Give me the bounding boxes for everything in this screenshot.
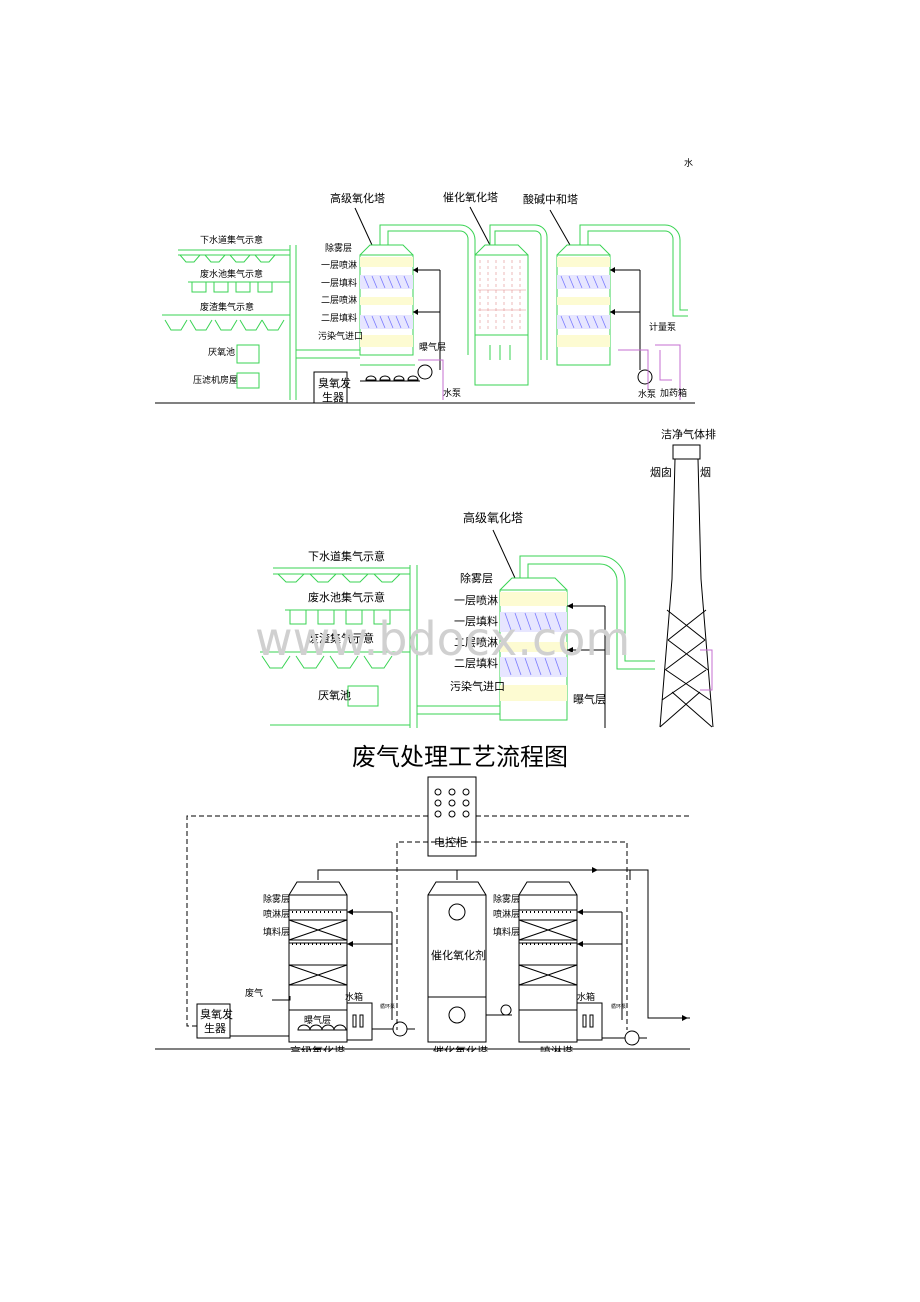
top-layer-spray-1: 一层喷淋: [321, 259, 357, 271]
top-filter-press-house: 压滤机房屋: [193, 374, 238, 386]
middle-collector-sludge: 废渣集气示意: [308, 631, 374, 645]
chimney-structure: [659, 444, 714, 728]
top-aerators: [360, 375, 420, 382]
flow-t1-layer-packing: 填料层: [263, 926, 290, 938]
middle-tower-label: 高级氧化塔: [463, 510, 523, 525]
leader-line: [469, 206, 491, 246]
flow-t3-layer-demister: 除雾层: [493, 893, 520, 905]
flow-t3-layer-packing: 填料层: [493, 926, 520, 938]
flow-ozone-generator: [196, 1003, 231, 1039]
leader-line: [354, 207, 373, 246]
middle-layer-packing-1: 一层填料: [454, 614, 498, 628]
flow-bottom-label-2: 催化氧化塔: [433, 1044, 488, 1058]
flow-tower-2: [427, 881, 512, 1043]
top-dosing-tank-label: 加药箱: [660, 387, 687, 399]
flow-pump-tag-1: 循环泵: [380, 1003, 395, 1010]
top-ozone-generator: [313, 371, 348, 404]
flow-t3-layer-spray: 喷淋层: [493, 908, 520, 920]
flow-t1-layer-demister: 除雾层: [263, 893, 290, 905]
gas-duct: [317, 869, 690, 1019]
middle-collector-hoods: [260, 565, 500, 728]
top-pump-area: [417, 344, 681, 400]
flow-water-tank-2: [576, 1002, 603, 1041]
control-cabinet-lamps: [434, 788, 470, 818]
top-layer-packing-2: 二层填料: [321, 312, 357, 324]
flow-tower-1: [272, 881, 393, 1043]
flow-water-tank-1-label: 水箱: [345, 991, 363, 1003]
flow-bottom-label-3: 喷淋塔: [540, 1045, 573, 1058]
middle-layer-inlet: 污染气进口: [450, 679, 505, 693]
middle-layer-packing-2: 二层填料: [454, 656, 498, 670]
top-tower-label-1: 高级氧化塔: [330, 191, 385, 205]
middle-layer-spray-1: 一层喷淋: [454, 594, 498, 607]
top-pump-2-label: 水泵: [638, 388, 656, 400]
top-process-drawing: 水 高级氧化塔 催化氧化塔 酸碱中和塔 下水道集气示意 废水池集气示意 废渣集气…: [155, 157, 695, 404]
top-tower-label-3: 酸碱中和塔: [523, 192, 578, 206]
middle-collector-wastewater: 废水池集气示意: [308, 590, 385, 604]
chimney-label-1: 烟囱: [650, 465, 672, 479]
control-signal-lines: [186, 815, 690, 1030]
top-ozone-generator-label-2: 生器: [322, 390, 344, 404]
top-tower-2: [474, 244, 529, 386]
top-layer-demister: 除雾层: [325, 242, 352, 254]
top-metering-pump-label: 计量泵: [649, 321, 676, 333]
middle-layer-spray-2: 二层喷淋: [454, 636, 498, 649]
top-collector-hoods: [162, 245, 360, 400]
middle-process-drawing: 洁净气体排 烟囱 烟 高级氧化塔 下水道集气示意 废水池集气示意 废渣集气示意 …: [255, 427, 716, 728]
top-anoxic-tank: 厌氧池: [208, 346, 235, 358]
top-ozone-generator-label-1: 臭氧发: [318, 376, 351, 390]
top-aeration-label: 曝气层: [419, 341, 446, 353]
top-collector-sewer: 下水道集气示意: [200, 234, 263, 246]
flow-tower-3: [518, 881, 623, 1043]
top-corner-mark: 水: [684, 157, 693, 169]
leader-line: [549, 209, 571, 246]
middle-anoxic-tank: 厌氧池: [318, 688, 351, 702]
top-pump-1-label: 水泵: [443, 387, 461, 399]
top-tower-1: [359, 244, 441, 370]
flow-t1-layer-spray: 喷淋层: [263, 908, 290, 920]
middle-collector-sewer: 下水道集气示意: [308, 549, 385, 563]
flow-aeration-label: 曝气层: [304, 1014, 331, 1026]
middle-tower: [499, 555, 655, 728]
top-pipes: [360, 224, 688, 366]
flow-ozone-label-1: 臭氧发: [200, 1007, 233, 1021]
top-layer-inlet: 污染气进口: [318, 330, 363, 342]
flow-bottom-label-1: 高级氧化塔: [290, 1044, 345, 1058]
flow-ozone-label-2: 生器: [204, 1021, 226, 1035]
flow-water-tank-1: [346, 1002, 373, 1041]
chimney-label-2: 烟: [700, 465, 711, 479]
leader-line: [492, 529, 516, 579]
top-tower-label-2: 催化氧化塔: [443, 190, 498, 204]
flow-waste-gas-label: 废气: [245, 987, 263, 999]
top-layer-packing-1: 一层填料: [321, 277, 357, 289]
flow-pump-2-icon: [624, 1030, 640, 1046]
middle-aeration-label: 曝气层: [573, 692, 606, 706]
clean-gas-label: 洁净气体排: [661, 427, 716, 441]
top-collector-sludge: 废渣集气示意: [200, 301, 254, 313]
top-layer-spray-2: 二层喷淋: [321, 294, 357, 306]
middle-layer-demister: 除雾层: [460, 571, 493, 585]
top-tower-3: [556, 244, 641, 370]
flow-title: 废气处理工艺流程图: [352, 743, 568, 771]
flow-pump-tag-2: 循环泵: [611, 1003, 626, 1010]
flow-water-tank-2-label: 水箱: [577, 991, 595, 1003]
watermark: www.bdocx.com: [255, 612, 630, 666]
flow-pump-1-icon: [392, 1021, 408, 1037]
flow-chart: 废气处理工艺流程图 电控柜: [155, 743, 690, 1058]
flow-catalyst-label: 催化氧化剂: [431, 948, 486, 962]
top-collector-wastewater: 废水池集气示意: [200, 268, 263, 280]
